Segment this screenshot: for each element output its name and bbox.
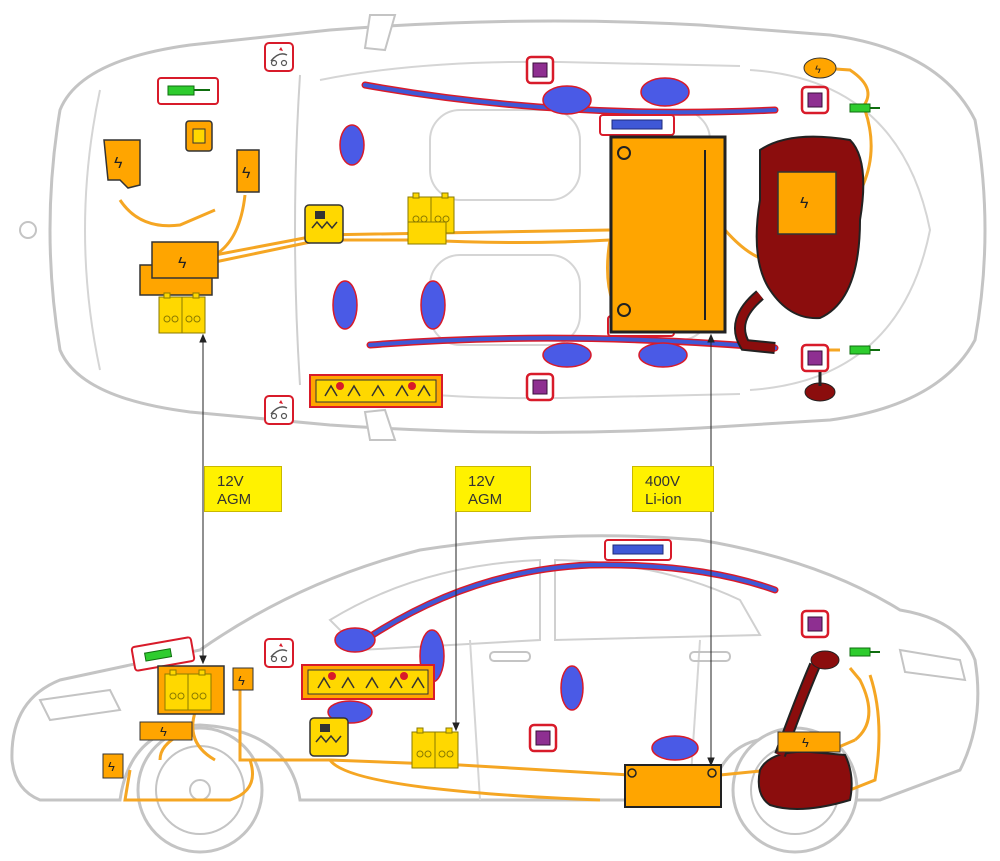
top-view-car: ϟ ϟ ϟ: [19, 14, 987, 441]
hv-battery-top: [609, 135, 727, 334]
battery-12v-side-front: [157, 665, 225, 715]
side-view-car: ϟ ϟ ϟ: [10, 534, 980, 854]
bolt-box-side-3: ϟ: [102, 753, 124, 779]
svg-text:ϟ: ϟ: [242, 165, 251, 182]
label-12v-agm-front: 12V AGM: [204, 466, 282, 512]
hood-lift-icon-bottom: [264, 395, 294, 425]
junction-box: ϟ: [139, 241, 219, 296]
bolt-box-front-left: ϟ: [103, 139, 141, 189]
label-voltage: 12V: [217, 473, 244, 490]
label-type: AGM: [468, 491, 503, 508]
windshield-line: [294, 74, 301, 386]
label-type: Li-ion: [645, 491, 682, 508]
label-voltage: 12V: [468, 473, 495, 490]
label-400v-li-ion: 400V Li-ion: [632, 466, 714, 512]
svg-text:ϟ: ϟ: [238, 673, 245, 688]
sensor-side-1: [800, 609, 830, 639]
top-car-outline: [48, 19, 987, 434]
sensor-top-2: [800, 85, 830, 115]
svg-text:ϟ: ϟ: [178, 255, 187, 272]
curtain-inflator-side: [604, 539, 672, 561]
ignition-icon: [185, 120, 213, 152]
fuel-tank-top: ϟ: [734, 135, 865, 402]
svg-text:ϟ: ϟ: [815, 64, 821, 76]
battery-12v-side-center: [411, 727, 459, 769]
hv-battery-side: [624, 764, 722, 808]
bolt-box-side-2: ϟ: [139, 721, 193, 741]
leader-lines: [199, 333, 715, 767]
hood-lift-icon-side: [264, 638, 294, 668]
label-12v-agm-center: 12V AGM: [455, 466, 531, 512]
electric-motor-box: [304, 204, 344, 244]
curtain-inflator-top: [599, 114, 675, 136]
label-type: AGM: [217, 491, 252, 508]
svg-text:ϟ: ϟ: [800, 195, 809, 212]
bolt-box-side-1: ϟ: [232, 667, 254, 691]
svg-text:ϟ: ϟ: [160, 724, 167, 739]
sensor-side-2: [528, 723, 558, 753]
bolt-box-front-right: ϟ: [236, 149, 260, 193]
bolt-symbol: ϟ: [114, 155, 123, 172]
battery-12v-top: [158, 292, 206, 334]
pyrotechnic-strip-side: [301, 664, 435, 700]
svg-text:ϟ: ϟ: [802, 735, 809, 750]
hood-lift-icon-top: [264, 42, 294, 72]
top-airbags: [332, 77, 690, 368]
sensor-top-3: [525, 372, 555, 402]
charge-flap: ϟ: [803, 57, 837, 79]
fuel-tank-side: ϟ: [757, 650, 853, 810]
pyrotechnic-belt-tensioners: [309, 374, 443, 408]
electric-motor-box-side: [309, 717, 349, 757]
svg-text:ϟ: ϟ: [108, 759, 115, 774]
sensor-top-1: [525, 55, 555, 85]
sensor-top-4: [800, 343, 830, 373]
label-voltage: 400V: [645, 473, 681, 490]
gas-cylinder-front: [157, 77, 219, 105]
side-car-outline: [10, 534, 980, 802]
